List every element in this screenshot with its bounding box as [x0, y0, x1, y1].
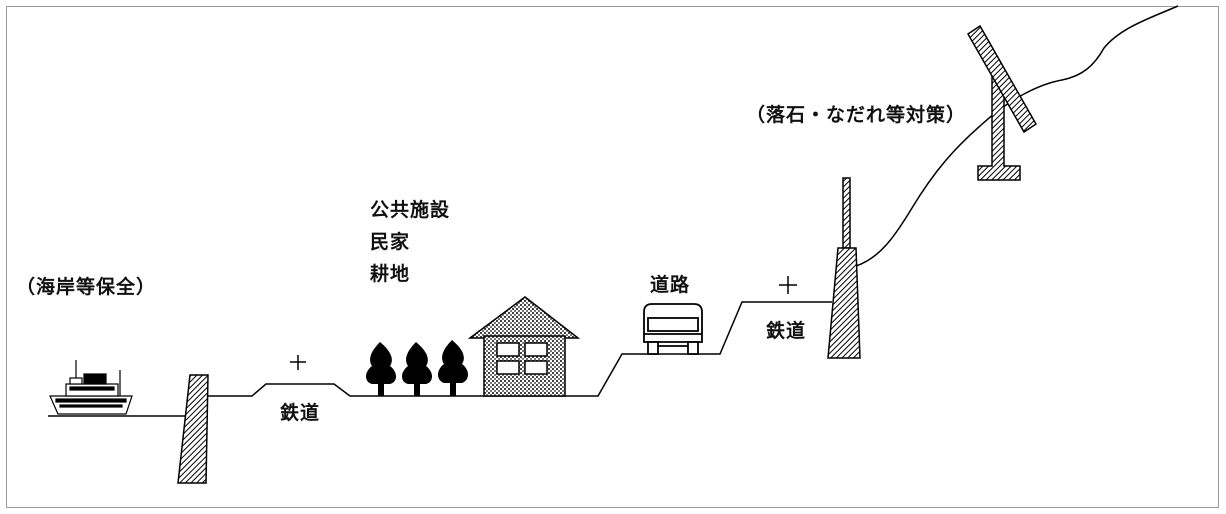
- facilities-line-houses: 民家: [370, 231, 411, 253]
- mountain-slope: [855, 5, 1179, 267]
- rail-right-label: 鉄道: [766, 320, 807, 342]
- road-label: 道路: [650, 274, 691, 296]
- rockfall-label: （落石・なだれ等対策）: [746, 104, 967, 126]
- rail-cross-left-icon: [290, 355, 306, 370]
- facilities-label: 公共施設 民家 耕地: [370, 194, 450, 290]
- diagram-frame: [6, 6, 1219, 508]
- facilities-line-farmland: 耕地: [370, 263, 411, 285]
- rockfall-fence: [967, 24, 1037, 181]
- rail-left-label: 鉄道: [280, 402, 321, 424]
- rail-cross-right-icon: [779, 276, 797, 294]
- bus-icon: [643, 303, 703, 355]
- facilities-line-public: 公共施設: [370, 199, 451, 221]
- tree-icon: [366, 342, 396, 396]
- ground-profile: [208, 301, 832, 397]
- coast-label: （海岸等保全）: [16, 276, 157, 298]
- house-icon: [467, 296, 581, 397]
- seawall: [177, 374, 209, 484]
- tree-icon: [402, 342, 432, 396]
- ship-icon: [49, 360, 133, 415]
- rockfall-wall: [827, 177, 861, 359]
- tree-icon: [438, 340, 468, 396]
